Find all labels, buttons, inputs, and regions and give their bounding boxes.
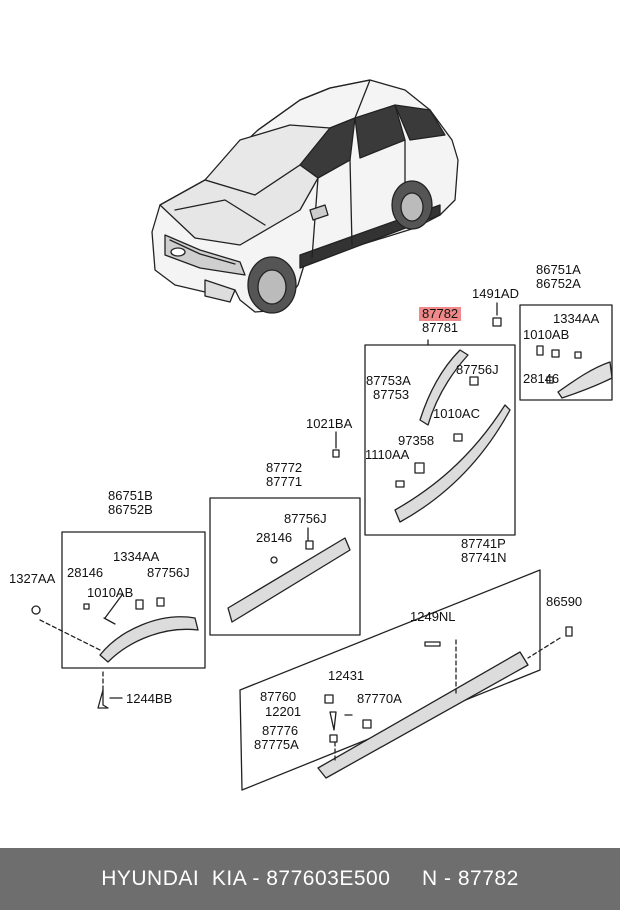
box-side-sill-molding xyxy=(239,569,541,791)
part-label: 87753 xyxy=(373,387,410,402)
part-label: 86751B xyxy=(108,488,153,503)
part-label: 97358 xyxy=(398,433,435,448)
part-label: 28146 xyxy=(523,371,560,386)
part-label: 87756J xyxy=(456,362,499,377)
part-label: 87775A xyxy=(254,737,299,752)
part-label: 1244BB xyxy=(126,691,173,706)
part-label: 28146 xyxy=(256,530,293,545)
box-rear-guard xyxy=(519,304,613,401)
part-label: 87741N xyxy=(461,550,507,565)
part-label: 86752B xyxy=(108,502,153,517)
part-label: 86751A xyxy=(536,262,581,277)
part-label: 1249NL xyxy=(410,609,456,624)
part-label: 87781 xyxy=(422,320,459,335)
box-front-guard xyxy=(61,531,206,669)
part-label: 1334AA xyxy=(113,549,160,564)
part-label: 28146 xyxy=(67,565,104,580)
footer-text: HYUNDAI KIA - 877603E500 N - 87782 xyxy=(101,867,519,890)
part-label: 1010AB xyxy=(87,585,134,600)
part-label: 1491AD xyxy=(472,286,519,301)
part-label: 1110AA xyxy=(365,447,410,462)
part-number-footer: HYUNDAI KIA - 877603E500 N - 87782 xyxy=(0,848,620,910)
diagram-drawing xyxy=(31,79,613,791)
part-label: 87776 xyxy=(262,723,299,738)
part-label: 1327AA xyxy=(9,571,56,586)
part-label: 87770A xyxy=(357,691,402,706)
part-label: 87772 xyxy=(266,460,303,475)
part-label: 1334AA xyxy=(553,311,600,326)
parts-diagram: 86751A 86752A 1491AD 87782 87781 1334AA … xyxy=(9,79,613,791)
part-label: 1021BA xyxy=(306,416,353,431)
part-label: 87756J xyxy=(147,565,190,580)
box-rear-door-molding xyxy=(209,497,361,636)
vehicle-illustration xyxy=(151,79,459,314)
part-label: 1010AC xyxy=(433,406,480,421)
part-label: 87741P xyxy=(461,536,506,551)
part-label: 12201 xyxy=(265,704,302,719)
part-label: 87756J xyxy=(284,511,327,526)
part-label: 87771 xyxy=(266,474,303,489)
part-label: 87753A xyxy=(366,373,411,388)
box-door-molding xyxy=(364,344,516,536)
part-label: 86752A xyxy=(536,276,581,291)
highlighted-part-label: 87782 xyxy=(419,307,462,321)
part-label: 86590 xyxy=(546,594,583,609)
part-label: 1010AB xyxy=(523,327,570,342)
part-label: 12431 xyxy=(328,668,365,683)
part-label: 87760 xyxy=(260,689,297,704)
